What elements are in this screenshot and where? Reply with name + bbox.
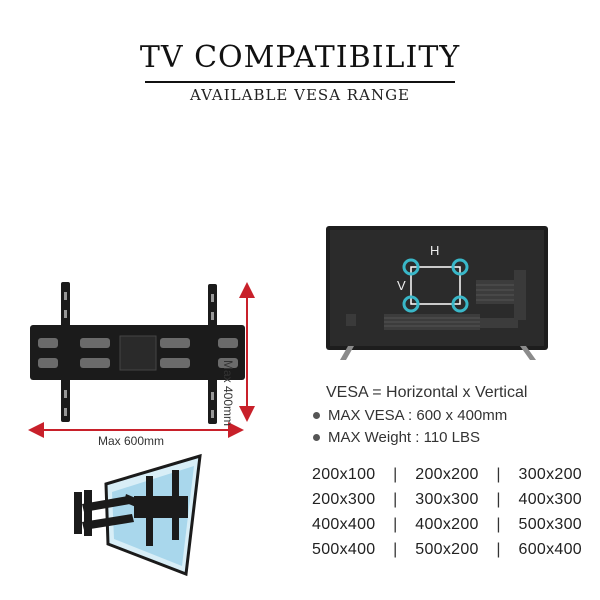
size-cell: 400x200 [415, 515, 479, 533]
size-cell: 200x100 [312, 465, 376, 483]
separator: | [496, 540, 501, 558]
vesa-size-grid: 200x100 | 200x200 | 300x200 200x300 | 30… [312, 462, 582, 562]
width-dimension-label: Max 600mm [98, 434, 165, 448]
swivel-mount-illustration [74, 453, 202, 577]
mount-dimension-diagram [28, 282, 255, 438]
max-weight-row: MAX Weight : 110 LBS [313, 429, 480, 446]
articulating-arm-image [74, 453, 202, 577]
tv-back-diagram [326, 226, 548, 360]
size-row: 200x100 | 200x200 | 300x200 [312, 462, 582, 487]
size-row: 400x400 | 400x200 | 500x300 [312, 512, 582, 537]
size-cell: 300x300 [415, 490, 479, 508]
size-cell: 600x400 [518, 540, 582, 558]
separator: | [496, 515, 501, 533]
separator: | [393, 490, 398, 508]
separator: | [496, 490, 501, 508]
max-vesa-text: MAX VESA : 600 x 400mm [328, 407, 508, 424]
max-weight-text: MAX Weight : 110 LBS [328, 429, 481, 446]
size-cell: 400x300 [518, 490, 582, 508]
size-cell: 400x400 [312, 515, 376, 533]
size-cell: 500x200 [415, 540, 479, 558]
separator: | [393, 465, 398, 483]
separator: | [393, 540, 398, 558]
tv-back-image [326, 226, 548, 360]
size-cell: 300x200 [518, 465, 582, 483]
height-dimension-label: Max 400mm [221, 360, 235, 427]
wall-mount-bracket-image [30, 282, 245, 424]
size-cell: 500x400 [312, 540, 376, 558]
bullet-icon [313, 434, 320, 441]
page-subtitle: AVAILABLE VESA RANGE [190, 86, 410, 104]
separator: | [393, 515, 398, 533]
size-row: 500x400 | 500x200 | 600x400 [312, 537, 582, 562]
separator: | [496, 465, 501, 483]
bullet-icon [313, 412, 320, 419]
vesa-formula-text: VESA = Horizontal x Vertical [326, 384, 528, 401]
size-row: 200x300 | 300x300 | 400x300 [312, 487, 582, 512]
size-cell: 200x300 [312, 490, 376, 508]
max-vesa-row: MAX VESA : 600 x 400mm [313, 407, 507, 424]
vesa-horizontal-label: H [430, 243, 440, 258]
size-cell: 200x200 [415, 465, 479, 483]
size-cell: 500x300 [518, 515, 582, 533]
title-underline [145, 81, 455, 83]
page-title: TV COMPATIBILITY [139, 40, 461, 75]
vesa-vertical-label: V [397, 278, 406, 293]
